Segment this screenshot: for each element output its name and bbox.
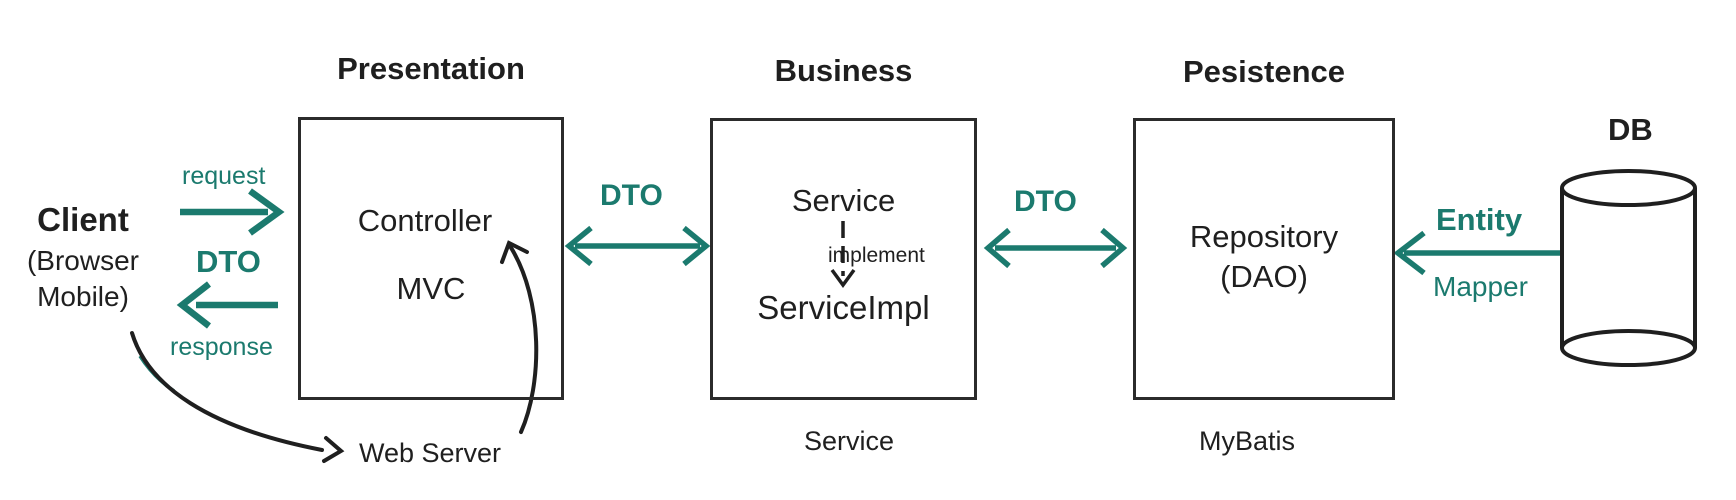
webserver-to-controller-curve: [508, 244, 539, 434]
client-subtitle: (Browser Mobile): [0, 243, 166, 315]
webserver-to-controller-arrowhead: [500, 240, 529, 264]
response-label: response: [170, 333, 273, 361]
db-cylinder: [1560, 169, 1697, 367]
client-to-webserver-arrowhead: [322, 436, 345, 463]
request-arrow: [180, 188, 285, 236]
persistence-caption: MyBatis: [1199, 426, 1296, 456]
dto-client-label: DTO: [196, 244, 261, 279]
implement-arrowhead: [830, 268, 856, 288]
client-subtitle-line1: (Browser: [26, 245, 139, 276]
persistence-title: Pesistence: [1183, 54, 1345, 89]
presentation-box: [298, 117, 564, 400]
controller-label: Controller: [357, 203, 493, 238]
service-label: Service: [791, 183, 896, 218]
service-impl-label: ServiceImpl: [757, 289, 930, 326]
client-title: Client: [37, 201, 129, 238]
business-title: Business: [774, 53, 913, 88]
dto-business-persistence-label: DTO: [1014, 185, 1077, 218]
persistence-box: [1133, 118, 1395, 400]
presentation-title: Presentation: [337, 51, 525, 86]
response-arrow: [176, 281, 278, 329]
repository-label: Repository: [1189, 219, 1339, 254]
db-label: DB: [1608, 112, 1653, 147]
dto-presentation-business-label: DTO: [600, 179, 663, 212]
client-subtitle-line2: Mobile): [37, 281, 129, 312]
client-to-webserver-curve: [130, 331, 324, 452]
entity-arrow: [1393, 230, 1562, 276]
business-box: [710, 118, 977, 400]
client-block: Client (Browser Mobile): [0, 203, 166, 315]
mvc-label: MVC: [396, 271, 466, 306]
request-label: request: [182, 162, 266, 190]
mapper-label: Mapper: [1433, 271, 1528, 302]
implement-label: implement: [828, 244, 925, 267]
business-caption: Service: [804, 426, 895, 456]
dto-arrow-presentation-business: [564, 225, 711, 267]
entity-label: Entity: [1436, 202, 1523, 237]
web-server-label: Web Server: [359, 438, 502, 468]
dao-label: (DAO): [1220, 259, 1308, 294]
dto-arrow-business-persistence: [983, 227, 1128, 269]
